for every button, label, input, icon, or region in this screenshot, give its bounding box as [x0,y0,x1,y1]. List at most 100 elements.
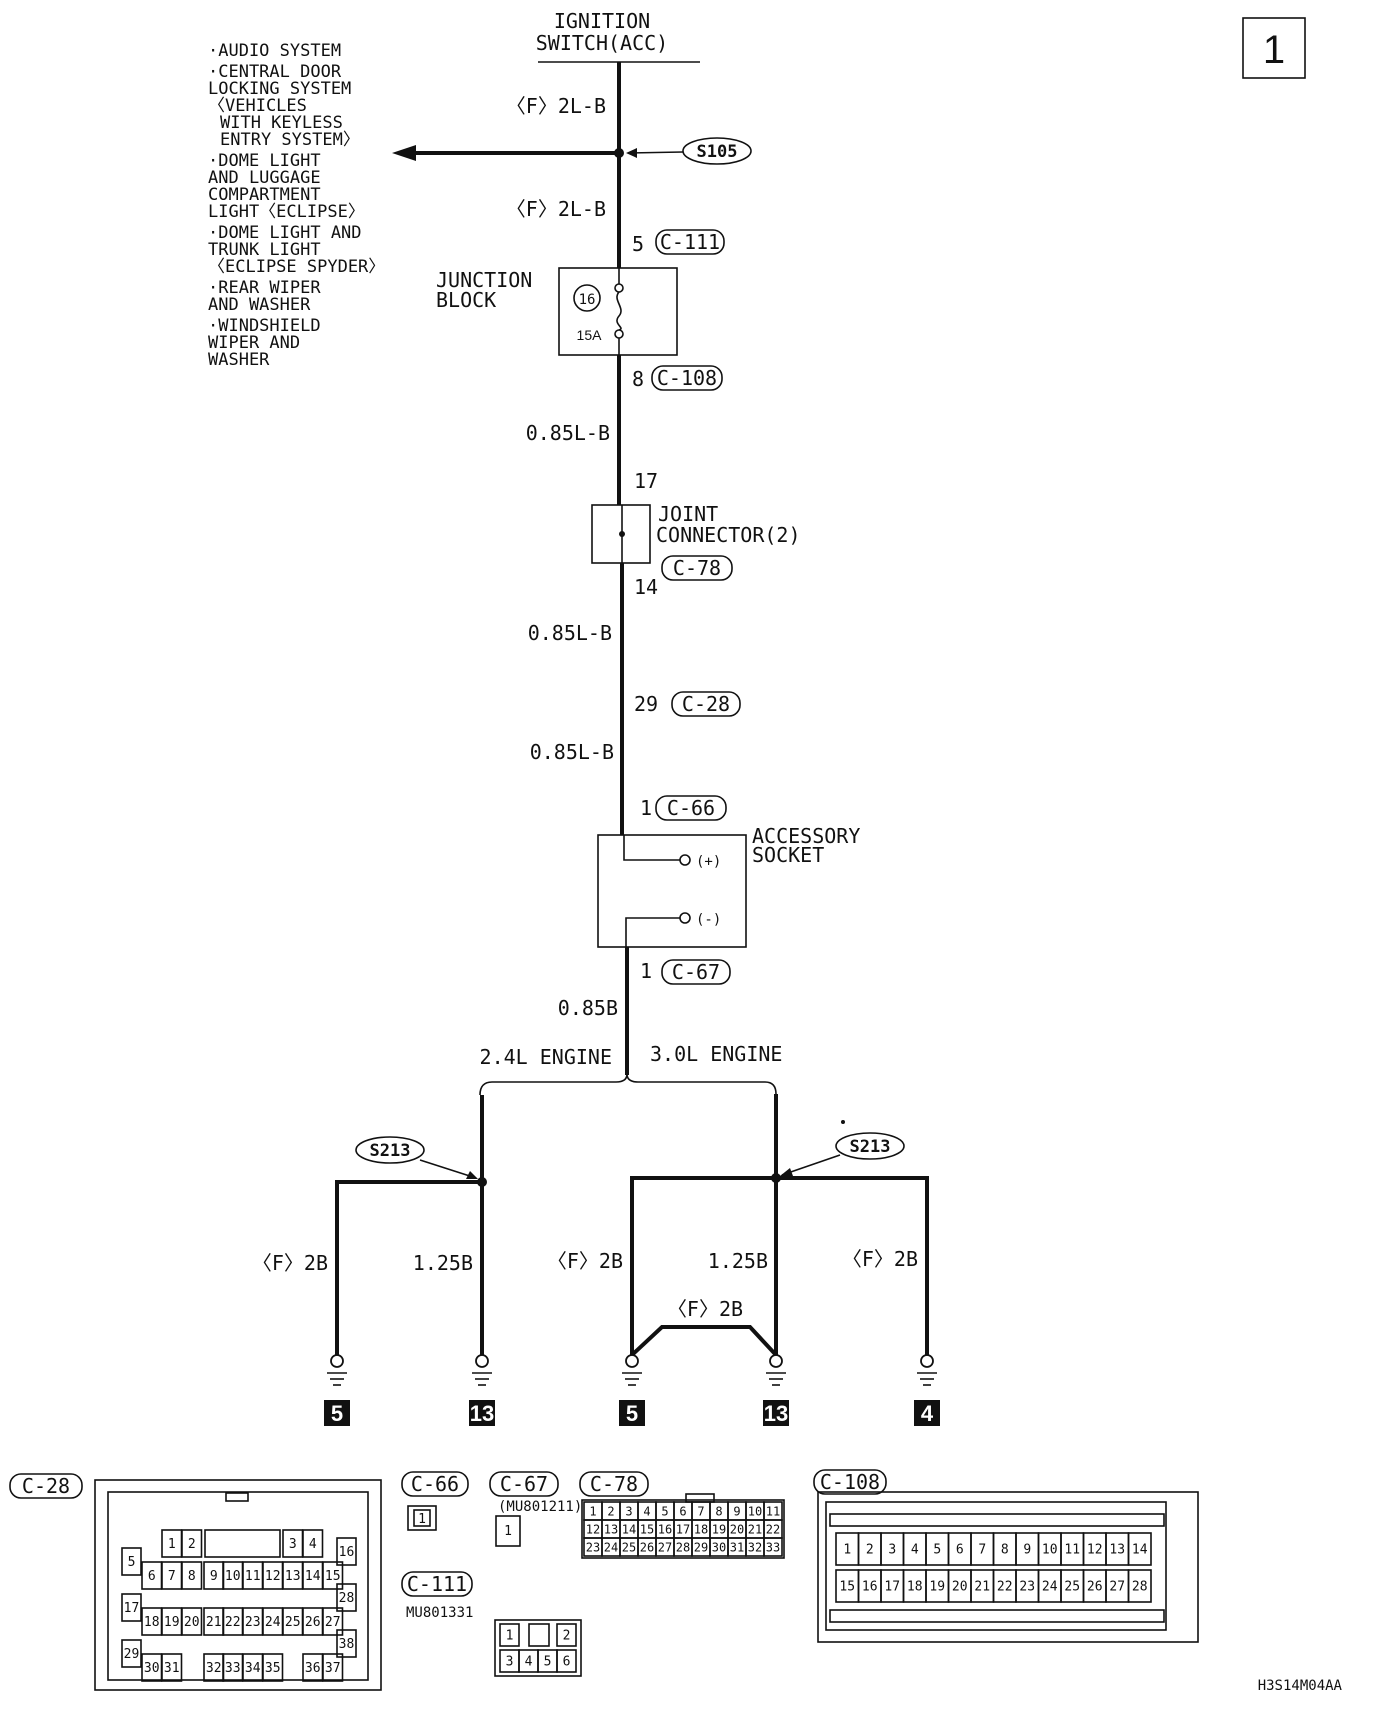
bottom-c108-label: C-108 [820,1470,880,1494]
pin-number: 18 [907,1580,923,1595]
pin-number: 16 [339,1545,355,1560]
ground-point-badge [619,1400,645,1426]
splice-s213b-badge [835,1132,905,1160]
pin-number: 14 [305,1569,321,1584]
c67-housing [495,1515,521,1547]
pin-number: 31 [164,1661,180,1676]
ground-terminal [330,1354,344,1368]
reference-dot [841,1120,845,1124]
branch-item-5-line-1: WIPER AND [208,333,300,353]
pin-number: 1 [506,1629,514,1644]
ground-wire-label-6: 〈F〉2B [842,1247,918,1271]
pin-number: 36 [305,1661,321,1676]
socket-minus-label: (-) [696,912,721,928]
ground-point-number: 5 [331,1401,343,1426]
pin-number: 1 [843,1543,851,1558]
pin-number: 2 [607,1504,614,1518]
pin-cell [556,1649,577,1673]
accessory-socket-box [597,834,747,948]
pin-number: 6 [563,1655,571,1670]
engine-brace [479,1073,777,1096]
pin-number: 14 [622,1522,636,1536]
pin-number: 3 [506,1655,514,1670]
c78-tag-label: C-78 [673,556,721,580]
power-source-line1: IGNITION [554,9,650,33]
c108-rail [829,1513,1165,1527]
pin-cell [181,1561,203,1590]
pin-number: 1 [589,1504,596,1518]
bottom-c67-label: C-67 [500,1472,548,1496]
junction-block-line2: BLOCK [436,288,496,312]
pin-number: 8 [715,1504,722,1518]
pin-number: 17 [884,1580,900,1595]
junction-block-line1: JUNCTION [436,268,532,292]
c111-tag [655,229,725,255]
c108-housing [817,1491,1199,1643]
c108-tag-label: C-108 [657,366,717,390]
branch-item-1-line-1: LOCKING SYSTEM [208,79,351,99]
pin-number: 13 [1109,1543,1125,1558]
wire-label-2: 〈F〉2L-B [506,197,606,221]
engine-left-label: 2.4L ENGINE [480,1045,612,1069]
pin-number: 20 [730,1522,744,1536]
pin-number: 31 [730,1540,744,1554]
c78-pin-in: 17 [634,469,658,493]
pin-number: 28 [1132,1580,1148,1595]
branch-item-0-line-0: ·AUDIO SYSTEM [208,41,341,61]
branch-item-1-line-3: WITH KEYLESS [220,113,343,133]
c66-pin-cell [413,1509,431,1527]
pin-number: 8 [1001,1543,1009,1558]
pin-number: 8 [188,1569,196,1584]
pin-number: 23 [1019,1580,1035,1595]
pin-number: 2 [188,1537,196,1552]
pin-number: 33 [766,1540,780,1554]
pin-number: 19 [164,1615,180,1630]
wire-label-4: 0.85L-B [528,621,612,645]
ground-wire-label-3: 〈F〉2B [547,1249,623,1273]
pin-number: 19 [712,1522,726,1536]
pin-number: 19 [929,1580,945,1595]
pin-number: 12 [265,1569,281,1584]
pin-number: 9 [733,1504,740,1518]
branch-item-1-line-2: 〈VEHICLES [208,96,307,116]
fuse-terminal-bottom [614,329,624,339]
c78-pin-out: 14 [634,575,658,599]
branch-item-2-line-3: LIGHT〈ECLIPSE〉 [208,202,365,222]
pin-number: 17 [676,1522,690,1536]
pin-number: 4 [525,1655,533,1670]
page-number-box [1242,17,1306,79]
pin-number: 11 [766,1504,780,1518]
pin-number: 27 [325,1615,341,1630]
pin-number: 1 [168,1537,176,1552]
pin-number: 12 [1087,1543,1103,1558]
pin-cell [336,1537,357,1566]
splice-s213a-dot [477,1177,487,1187]
pin-cell [528,1623,550,1647]
pin-number: 27 [1109,1580,1125,1595]
pin-number: 13 [285,1569,301,1584]
pin-number: 4 [911,1543,919,1558]
socket-plus-label: (+) [696,854,721,870]
joint-connector-line1: JOINT [658,502,718,526]
fuse-rating: 15A [577,327,603,343]
pin-number: 16 [862,1580,878,1595]
wire-label-3: 0.85L-B [526,421,610,445]
pin-number: 15 [325,1569,341,1584]
fuse-number: 16 [579,292,596,308]
pin-number: 27 [658,1540,672,1554]
fuse-terminal-top [614,283,624,293]
bottom-c78-tag [579,1471,649,1497]
socket-plus-lead [623,835,680,861]
pin-number: 3 [289,1537,297,1552]
fuse-element-icon [616,291,622,331]
pin-number: 11 [1064,1543,1080,1558]
pin-number: 21 [206,1615,222,1630]
pin-cell [322,1653,344,1682]
pin-number: 7 [697,1504,704,1518]
pin-number: 25 [1064,1580,1080,1595]
pin-number: 20 [184,1615,200,1630]
c78-tag [661,555,733,581]
